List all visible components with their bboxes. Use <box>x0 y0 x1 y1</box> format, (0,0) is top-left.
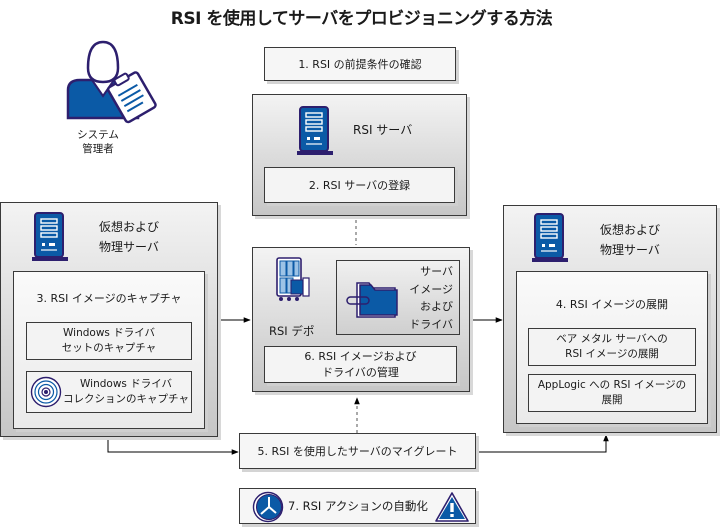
step-3-capture-rsi-image[interactable]: 3. RSI イメージのキャプチャ Windows ドライバ セットのキャプチャ… <box>13 271 205 429</box>
step-7-label: 7. RSI アクションの自動化 <box>288 499 428 513</box>
step-4-label: 4. RSI イメージの展開 <box>555 298 669 311</box>
server-icon <box>32 212 68 261</box>
source-servers-label-line1: 仮想および <box>98 220 159 234</box>
step-4-deploy-rsi-image[interactable]: 4. RSI イメージの展開 ベア メタル サーバへの RSI イメージの展開 … <box>516 271 708 424</box>
step-1-verify-prerequisites[interactable]: 1. RSI の前提条件の確認 <box>264 47 456 81</box>
depot-store-label-line3: および <box>420 300 453 313</box>
actor-label-line1: システム <box>77 129 119 141</box>
group-rsi-depot: RSI デポ サーバ イメージ および ドライバ 6. RSI イメージおよび … <box>252 247 470 392</box>
depot-store-label-line2: イメージ <box>409 282 453 296</box>
step-3b-label-line2: コレクションのキャプチャ <box>63 393 189 405</box>
step-4b-deploy-applogic[interactable]: AppLogic への RSI イメージの 展開 <box>528 374 696 412</box>
server-icon <box>532 213 568 262</box>
server-icon <box>297 106 333 155</box>
step-3-label: 3. RSI イメージのキャプチャ <box>36 292 182 305</box>
step-4a-deploy-bare-metal[interactable]: ベア メタル サーバへの RSI イメージの展開 <box>528 328 696 366</box>
connector-migrate-to-target <box>476 434 609 453</box>
step-1-label: 1. RSI の前提条件の確認 <box>298 57 422 71</box>
step-2-label: 2. RSI サーバの登録 <box>308 178 411 192</box>
actor-label-line2: 管理者 <box>82 143 114 155</box>
page-title: RSI を使用してサーバをプロビジョニングする方法 <box>170 9 553 29</box>
step-3b-label-line1: Windows ドライバ <box>80 378 172 390</box>
step-6-label-line1: 6. RSI イメージおよび <box>304 349 417 363</box>
step-4b-label-line1: AppLogic への RSI イメージの <box>537 379 687 391</box>
depot-store-label-line4: ドライバ <box>409 317 453 331</box>
connector-source-to-migrate <box>107 437 239 455</box>
source-servers-label-line2: 物理サーバ <box>99 240 159 254</box>
group-source-servers: 仮想および 物理サーバ 3. RSI イメージのキャプチャ Windows ドラ… <box>0 202 218 437</box>
step-4a-label-line2: RSI イメージの展開 <box>565 348 659 360</box>
step-4b-label-line2: 展開 <box>601 394 623 406</box>
step-7-automate-rsi-actions[interactable]: 7. RSI アクションの自動化 <box>239 488 476 524</box>
folder-icon <box>346 282 398 318</box>
step-6-manage-images-drivers[interactable]: 6. RSI イメージおよび ドライバの管理 <box>264 346 457 383</box>
admin-with-clipboard-icon <box>66 40 157 124</box>
disc-icon <box>30 376 62 408</box>
depot-rack-icon <box>276 257 310 301</box>
step-2-register-rsi-server[interactable]: 2. RSI サーバの登録 <box>264 167 455 203</box>
step-3a-label-line2: セットのキャプチャ <box>61 342 157 354</box>
depot-store-label: サーバ イメージ および ドライバ <box>403 263 453 333</box>
depot-store-images-drivers[interactable]: サーバ イメージ および ドライバ <box>336 260 460 335</box>
step-5-migrate-servers[interactable]: 5. RSI を使用したサーバのマイグレート <box>239 433 476 469</box>
group-rsi-server: RSI サーバ 2. RSI サーバの登録 <box>252 94 467 216</box>
step-6-label-line2: ドライバの管理 <box>322 365 399 379</box>
source-servers-label: 仮想および 物理サーバ <box>89 217 169 257</box>
rsi-server-label: RSI サーバ <box>353 123 413 137</box>
group-target-servers: 仮想および 物理サーバ 4. RSI イメージの展開 ベア メタル サーバへの … <box>503 205 717 433</box>
clock-icon <box>252 491 284 523</box>
step-3a-capture-driver-set[interactable]: Windows ドライバ セットのキャプチャ <box>26 322 192 360</box>
warning-icon <box>435 492 469 522</box>
target-servers-label-line1: 仮想および <box>599 223 660 237</box>
actor-system-admin: システム 管理者 <box>58 38 158 158</box>
rsi-depot-label: RSI デポ <box>269 324 315 338</box>
actor-label: システム 管理者 <box>58 128 138 156</box>
step-3b-capture-driver-collection[interactable]: Windows ドライバ コレクションのキャプチャ <box>26 371 192 413</box>
step-4a-label-line1: ベア メタル サーバへの <box>556 333 668 345</box>
target-servers-label-line2: 物理サーバ <box>600 243 660 257</box>
target-servers-label: 仮想および 物理サーバ <box>590 220 670 260</box>
step-5-label: 5. RSI を使用したサーバのマイグレート <box>257 444 458 458</box>
step-3a-label-line1: Windows ドライバ <box>63 327 155 339</box>
depot-store-label-line1: サーバ <box>420 265 453 278</box>
